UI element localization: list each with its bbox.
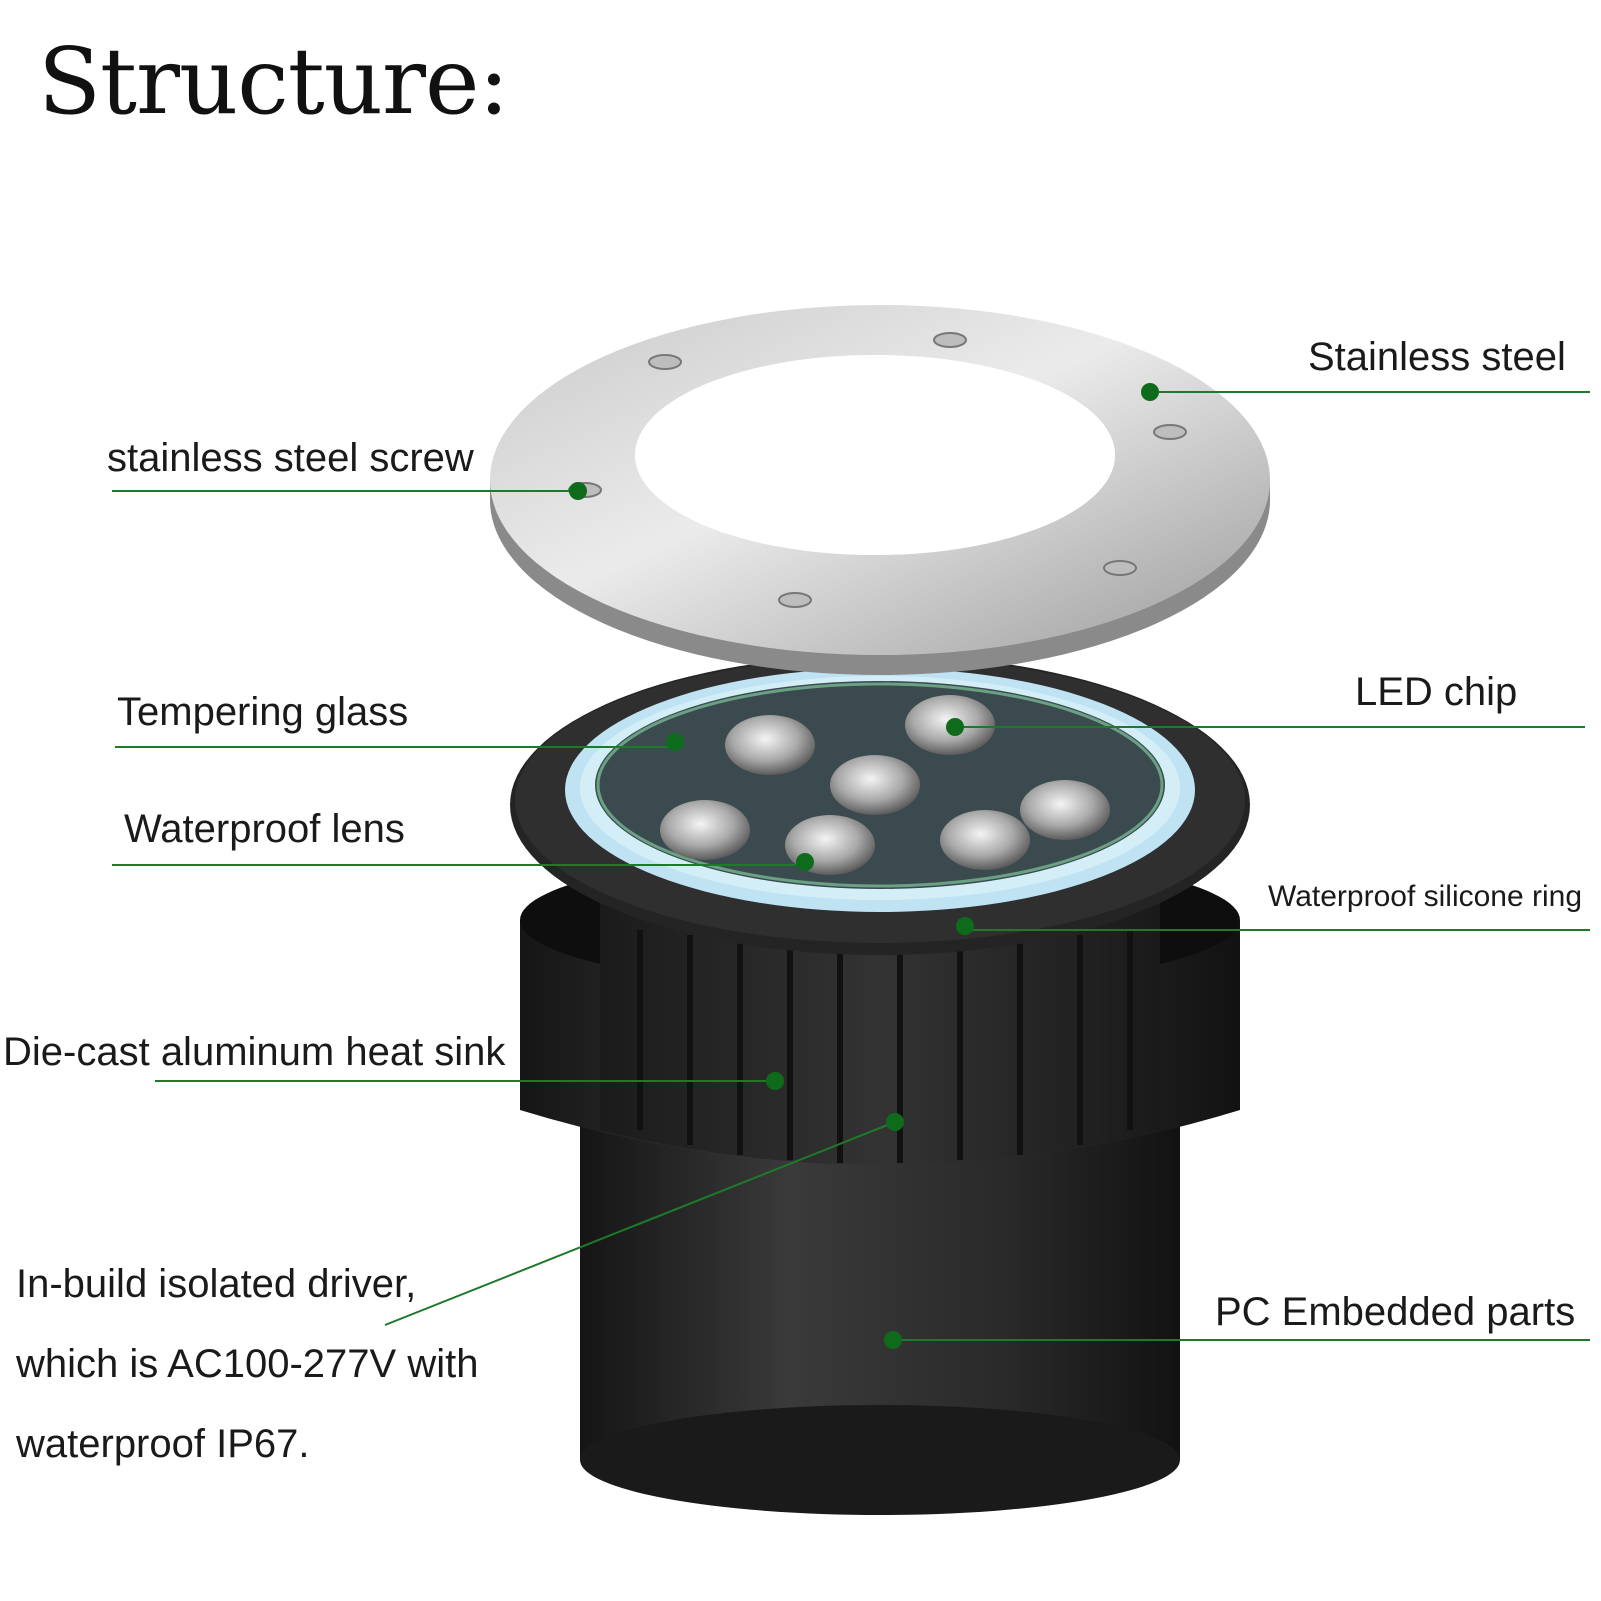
anchor-dots — [569, 383, 1159, 1349]
dot-led-chip — [946, 718, 964, 736]
dot-waterproof-lens — [796, 853, 814, 871]
dot-pc-embedded — [884, 1331, 902, 1349]
dot-heat-sink — [766, 1072, 784, 1090]
label-led-chip: LED chip — [1355, 670, 1518, 714]
dot-stainless-steel-screw — [569, 482, 587, 500]
label-stainless-steel: Stainless steel — [1308, 335, 1566, 379]
label-tempering-glass: Tempering glass — [117, 690, 409, 734]
dot-driver — [886, 1113, 904, 1131]
led-chips — [660, 695, 1110, 875]
label-driver-line-3: waterproof IP67. — [16, 1422, 310, 1466]
dot-stainless-steel — [1141, 383, 1159, 401]
label-driver-line-2: which is AC100-277V with — [16, 1342, 479, 1386]
label-waterproof-lens: Waterproof lens — [124, 807, 405, 851]
dot-tempering-glass — [666, 733, 684, 751]
label-heat-sink: Die-cast aluminum heat sink — [3, 1030, 506, 1074]
stainless-steel-cover — [490, 305, 1270, 675]
page-title: Structure: — [38, 28, 509, 135]
leader-driver — [384, 1121, 896, 1326]
label-stainless-steel-screw: stainless steel screw — [107, 436, 474, 480]
label-driver-line-1: In-build isolated driver, — [16, 1262, 417, 1306]
dot-silicone-ring — [956, 917, 974, 935]
label-waterproof-silicone-ring: Waterproof silicone ring — [1268, 880, 1583, 913]
label-pc-embedded-parts: PC Embedded parts — [1215, 1290, 1576, 1334]
heat-sink — [600, 900, 1160, 1165]
leader-lines — [112, 391, 1590, 1341]
